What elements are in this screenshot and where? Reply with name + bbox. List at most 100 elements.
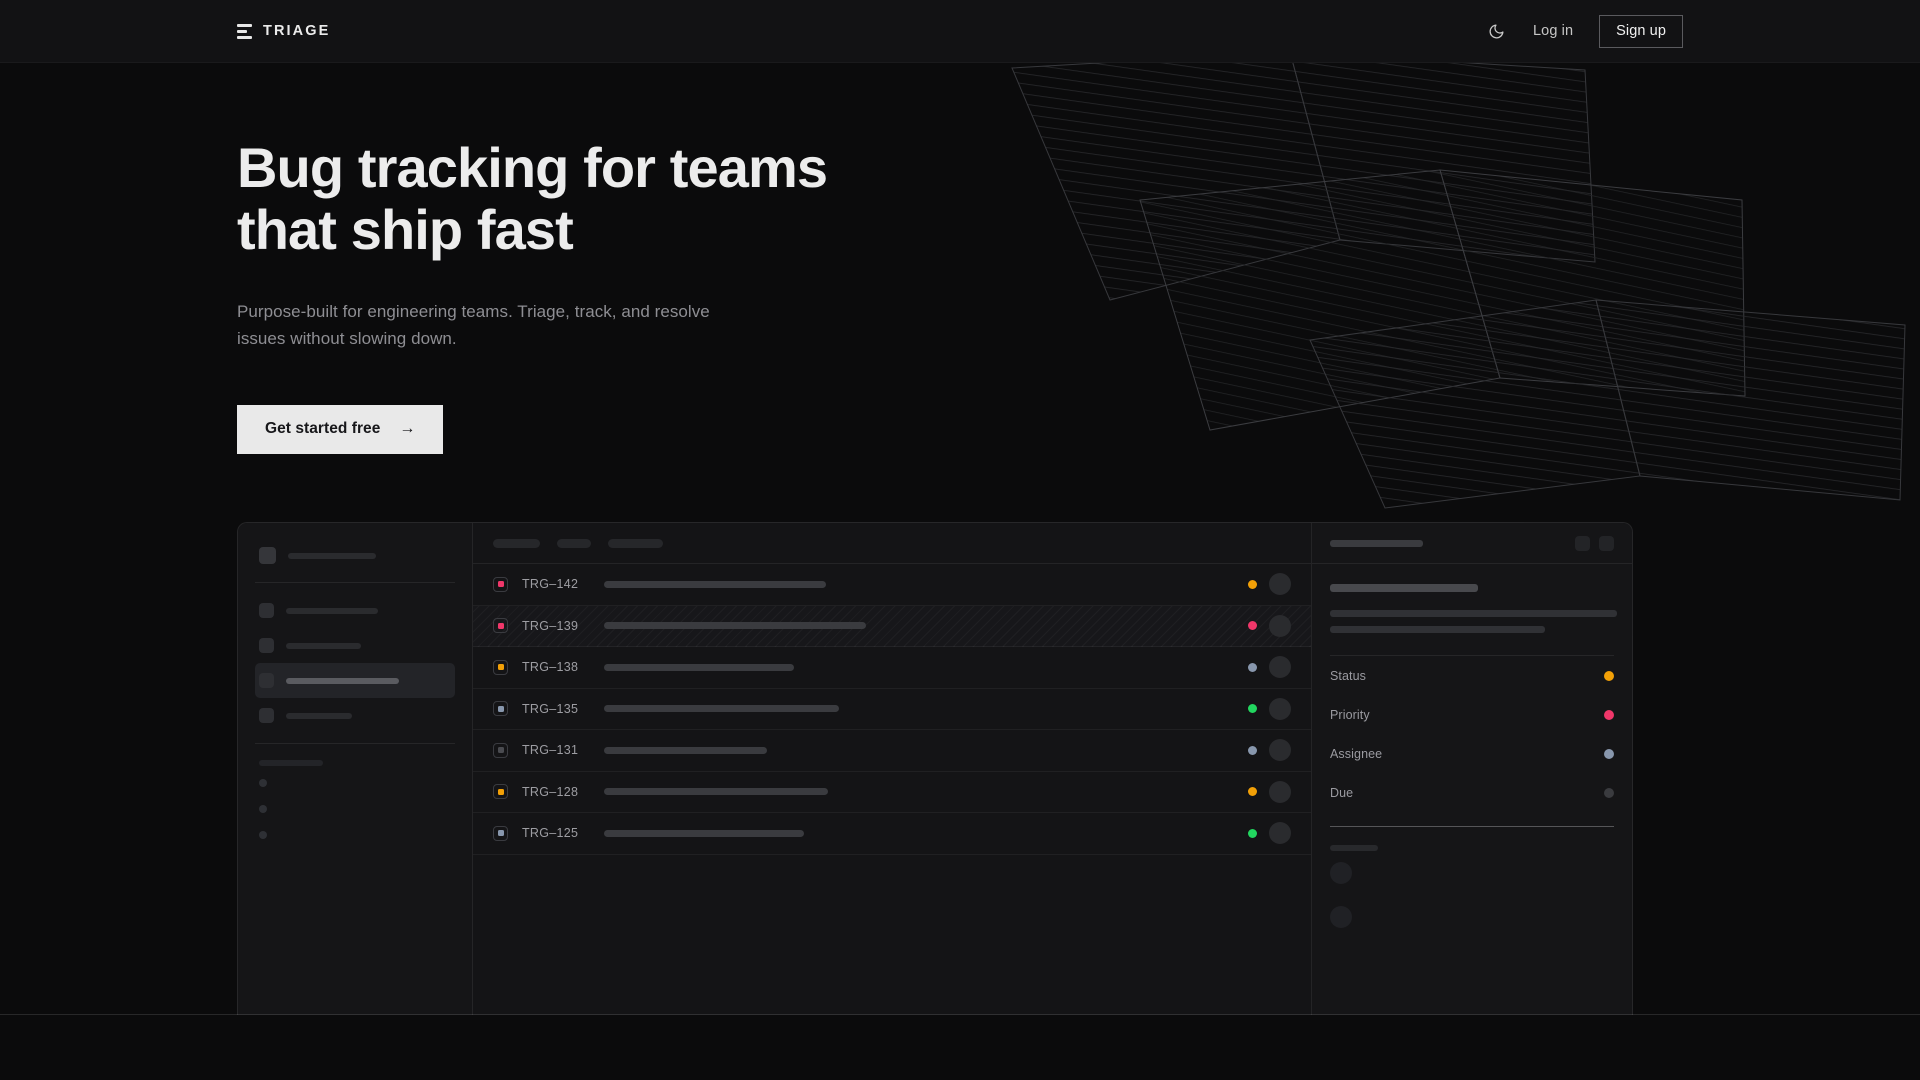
detail-title-skeleton	[1330, 539, 1423, 547]
sidebar-subitem-1[interactable]	[255, 770, 455, 796]
table-row[interactable]: TRG–138	[473, 647, 1311, 689]
issue-id: TRG–142	[522, 577, 579, 592]
detail-meta-row[interactable]: Due	[1330, 773, 1614, 812]
issue-id: TRG–125	[522, 826, 579, 841]
get-started-button[interactable]: Get started free →	[237, 405, 444, 455]
activity-label-skeleton	[1330, 845, 1378, 851]
detail-header-actions	[1575, 535, 1614, 551]
detail-meta-value	[1604, 749, 1614, 759]
brand-logo[interactable]: TRIAGE	[237, 23, 330, 39]
priority-icon	[493, 825, 508, 841]
issue-row-meta	[1232, 739, 1291, 762]
table-row[interactable]: TRG–128	[473, 772, 1311, 813]
issue-row-meta	[1232, 573, 1291, 596]
avatar	[1269, 780, 1291, 803]
sidebar-item-2[interactable]	[255, 628, 455, 663]
status-badge	[1604, 671, 1614, 681]
sidebar-item-1[interactable]	[255, 593, 455, 628]
detail-header	[1312, 523, 1632, 564]
detail-body-line-1-skeleton	[1330, 610, 1617, 617]
sidebar-subitem-3[interactable]	[255, 822, 455, 848]
sidebar-divider-bottom	[255, 743, 455, 744]
issue-row-meta	[1232, 780, 1291, 803]
sidebar-section-label-skeleton	[259, 760, 323, 766]
sidebar-subitem-2[interactable]	[255, 796, 455, 822]
sidebar-item-3-icon	[259, 673, 274, 688]
issue-title-skeleton	[604, 663, 794, 671]
table-row[interactable]: TRG–135	[473, 689, 1311, 730]
workspace-avatar	[259, 547, 276, 564]
sidebar-item-4[interactable]	[255, 698, 455, 733]
sidebar-item-2-label-skeleton	[286, 642, 361, 649]
priority-icon	[493, 576, 508, 592]
issue-id: TRG–138	[522, 660, 579, 675]
status-badge	[1248, 662, 1257, 672]
detail-meta-row[interactable]: Status	[1330, 656, 1614, 695]
table-row[interactable]: TRG–139	[473, 605, 1311, 647]
status-badge	[1248, 704, 1257, 714]
table-row[interactable]: TRG–125	[473, 813, 1311, 855]
issue-title-skeleton	[604, 580, 826, 588]
footer-divider	[0, 1014, 1920, 1015]
detail-summary-skeleton	[1330, 584, 1478, 592]
login-link[interactable]: Log in	[1533, 23, 1574, 39]
issue-row-meta	[1232, 697, 1291, 720]
detail-divider-1	[1330, 655, 1614, 656]
detail-meta-value	[1604, 788, 1614, 798]
arrow-right-icon: →	[399, 420, 416, 438]
sidebar-item-1-icon	[259, 603, 274, 618]
avatar	[1269, 697, 1291, 720]
detail-meta-row[interactable]: Priority	[1330, 695, 1614, 734]
status-badge	[1248, 787, 1257, 797]
issue-id: TRG–128	[522, 784, 579, 799]
sidebar-item-4-icon	[259, 708, 274, 723]
triage-bars-icon	[237, 23, 252, 39]
nav-actions: Log in Sign up	[1485, 14, 1683, 48]
detail-meta-label: Due	[1330, 786, 1354, 800]
sidebar-item-2-icon	[259, 638, 274, 653]
comment-item-2	[1330, 895, 1614, 939]
status-badge	[1604, 749, 1614, 759]
list-tab-3[interactable]	[608, 538, 663, 548]
sidebar-item-4-label-skeleton	[286, 712, 352, 719]
signup-button[interactable]: Sign up	[1599, 14, 1683, 48]
status-badge	[1604, 788, 1614, 798]
list-tab-2[interactable]	[557, 538, 591, 548]
detail-action-2-icon[interactable]	[1599, 535, 1614, 551]
moon-icon[interactable]	[1485, 20, 1507, 42]
detail-action-1-icon[interactable]	[1575, 535, 1590, 551]
issue-title-skeleton	[604, 829, 804, 837]
detail-meta-label: Assignee	[1330, 747, 1383, 761]
table-row[interactable]: TRG–131	[473, 730, 1311, 772]
issue-title-skeleton	[604, 746, 767, 754]
sidebar-item-3-active[interactable]	[255, 663, 455, 698]
headline-line-2: that ship fast	[237, 197, 574, 261]
status-badge	[1248, 745, 1257, 755]
priority-icon	[493, 659, 508, 675]
issue-title-skeleton	[604, 622, 866, 630]
table-row[interactable]: TRG–142	[473, 564, 1311, 606]
detail-meta-label: Priority	[1330, 708, 1370, 722]
avatar	[1269, 573, 1291, 596]
avatar	[1269, 614, 1291, 637]
issue-row-meta	[1232, 822, 1291, 845]
workspace-switcher[interactable]	[255, 539, 455, 572]
brand-name: TRIAGE	[263, 23, 331, 39]
status-badge	[1248, 621, 1257, 631]
sidebar-subitem-3-dot-icon	[259, 831, 267, 839]
status-badge	[1248, 828, 1257, 838]
priority-icon	[493, 701, 508, 717]
avatar	[1269, 739, 1291, 762]
issue-id: TRG–135	[522, 701, 579, 716]
list-tab-1[interactable]	[493, 538, 540, 548]
issue-title-skeleton	[604, 705, 839, 713]
detail-meta-row[interactable]: Assignee	[1330, 734, 1614, 773]
get-started-label: Get started free	[265, 420, 381, 438]
detail-meta-value	[1604, 710, 1614, 720]
detail-meta-value	[1604, 671, 1614, 681]
